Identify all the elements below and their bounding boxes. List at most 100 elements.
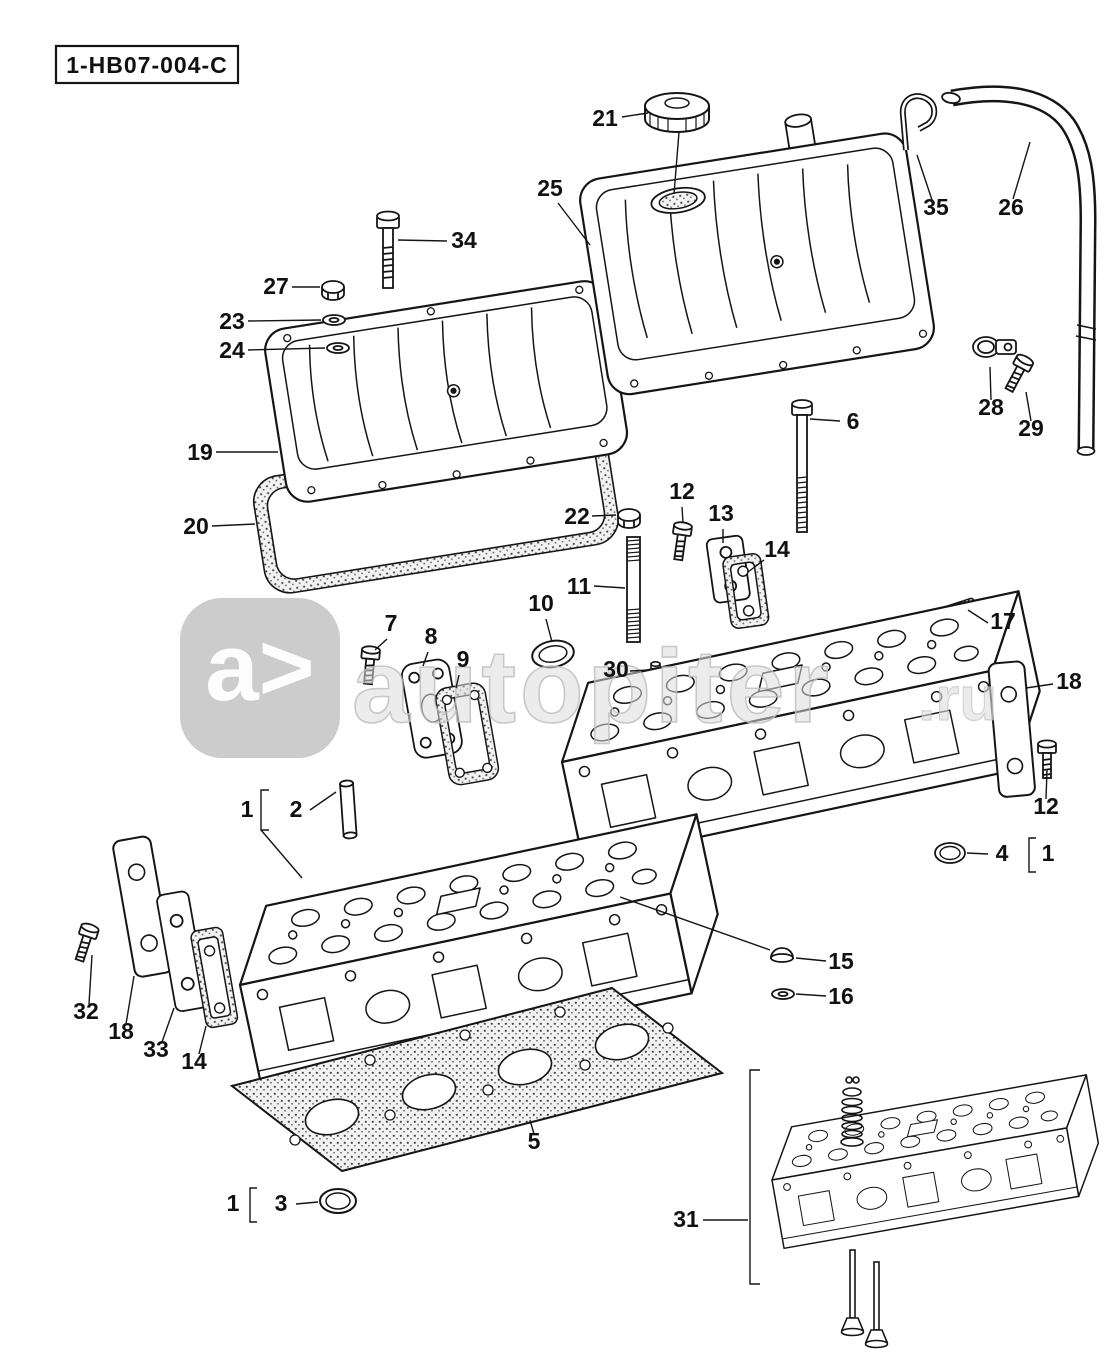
callout-label-1: 1 <box>227 1190 240 1216</box>
callout-leader-8 <box>422 651 429 667</box>
callout-leader-4 <box>966 852 989 855</box>
callout-leader-22 <box>591 514 617 517</box>
callout-leader-2 <box>309 791 337 811</box>
callout-label-17: 17 <box>990 608 1016 634</box>
plug-15 <box>770 947 794 963</box>
callout-label-5: 5 <box>528 1128 541 1154</box>
callout-label-21: 21 <box>592 105 618 131</box>
callout-leader-25 <box>557 202 591 246</box>
callout-label-14: 14 <box>181 1048 207 1074</box>
callout-leader-5 <box>529 1119 535 1135</box>
callout-leader-17 <box>967 609 989 624</box>
callout-label-32: 32 <box>73 998 99 1024</box>
diagram-code: 1-HB07-004-C <box>66 52 228 78</box>
hose-wire-clip-35 <box>899 93 938 151</box>
watermark-logo-box <box>180 598 340 758</box>
callout-label-29: 29 <box>1018 415 1044 441</box>
callout-leader-29 <box>1025 391 1032 422</box>
callout-label-1: 1 <box>241 796 254 822</box>
callout-leader-10 <box>545 618 553 643</box>
hose-clamp-28 <box>972 336 1017 358</box>
leader-1-top <box>260 829 303 879</box>
lock-washer-24 <box>326 342 350 354</box>
callout-leader-30 <box>629 669 650 672</box>
callout-leader-28 <box>989 366 992 401</box>
watermark-brand-text: autopiter <box>352 629 833 745</box>
head-bolt-6 <box>791 399 813 533</box>
callout-label-6: 6 <box>847 408 860 434</box>
bracket-1-right <box>1028 837 1036 873</box>
diagram-code-box: 1-HB07-004-C <box>54 44 240 85</box>
callout-label-18: 18 <box>108 1018 134 1044</box>
cup-plug-3 <box>319 1188 357 1214</box>
callout-label-8: 8 <box>425 623 438 649</box>
callout-leader-21 <box>621 112 649 118</box>
callout-label-3: 3 <box>275 1190 288 1216</box>
callout-label-33: 33 <box>143 1036 169 1062</box>
callout-label-19: 19 <box>187 439 213 465</box>
bracket-1-bottom <box>249 1187 257 1223</box>
callout-leader-34 <box>397 239 448 242</box>
callout-leader-3 <box>295 1201 319 1205</box>
callout-label-2: 2 <box>290 796 303 822</box>
callout-label-27: 27 <box>263 273 289 299</box>
callout-label-23: 23 <box>219 308 245 334</box>
oil-filler-cap-21 <box>644 92 710 195</box>
breather-hose-26 <box>941 85 1097 456</box>
callout-leader-23 <box>247 319 322 322</box>
callout-leader-12 <box>1045 769 1048 800</box>
callout-label-18: 18 <box>1056 668 1082 694</box>
washer-23 <box>322 314 346 326</box>
clamp-bolt-29 <box>1000 351 1036 396</box>
valve-cover-right-25 <box>579 113 935 396</box>
bolt-12-top <box>668 520 694 562</box>
callout-leader-20 <box>211 523 256 527</box>
end-plate-18-right <box>987 660 1036 798</box>
valve-spring-assembly <box>840 1076 864 1147</box>
callout-label-31: 31 <box>673 1206 699 1232</box>
valve-cover-left-19 <box>264 280 629 503</box>
bolt-32 <box>70 920 101 965</box>
callout-label-13: 13 <box>708 500 734 526</box>
end-plate-18-left <box>112 835 174 978</box>
callout-label-20: 20 <box>183 513 209 539</box>
callout-leader-32 <box>88 954 93 1005</box>
cylinder-head-assembly-31 <box>762 1074 1108 1250</box>
callout-label-35: 35 <box>923 194 949 220</box>
leader-plug-position <box>619 896 771 951</box>
callout-leader-11 <box>593 585 626 589</box>
seal-ring-10 <box>531 639 575 669</box>
callout-leader-33 <box>161 1007 175 1043</box>
callout-label-34: 34 <box>451 227 477 253</box>
cover-nut-27 <box>321 280 345 301</box>
callout-label-11: 11 <box>567 573 592 599</box>
callout-label-1: 1 <box>1042 840 1055 866</box>
callout-label-9: 9 <box>457 646 470 672</box>
callout-label-12: 12 <box>669 478 695 504</box>
callout-leader-12 <box>681 506 684 524</box>
valves <box>840 1249 889 1349</box>
callout-label-12: 12 <box>1033 793 1059 819</box>
callout-leader-15 <box>795 957 827 962</box>
callout-label-14: 14 <box>764 536 790 562</box>
cup-plug-4 <box>934 842 966 864</box>
callout-leader-26 <box>1012 141 1031 200</box>
cover-bolt-34 <box>376 210 400 289</box>
callout-label-16: 16 <box>828 983 854 1009</box>
callout-leader-14 <box>747 559 765 573</box>
nut-22 <box>617 508 641 529</box>
callout-label-25: 25 <box>537 175 563 201</box>
callout-leader-16 <box>795 993 827 997</box>
watermark-domain-suffix: .ru <box>918 665 997 734</box>
callout-leader-35 <box>916 154 933 201</box>
bracket-31 <box>749 1069 760 1285</box>
callout-label-22: 22 <box>564 503 590 529</box>
callout-label-10: 10 <box>528 590 554 616</box>
callout-leader-7 <box>374 638 388 651</box>
stud-11 <box>626 536 641 643</box>
callout-leader-9 <box>455 674 460 689</box>
watermark: a> autopiter .ru <box>180 598 998 758</box>
